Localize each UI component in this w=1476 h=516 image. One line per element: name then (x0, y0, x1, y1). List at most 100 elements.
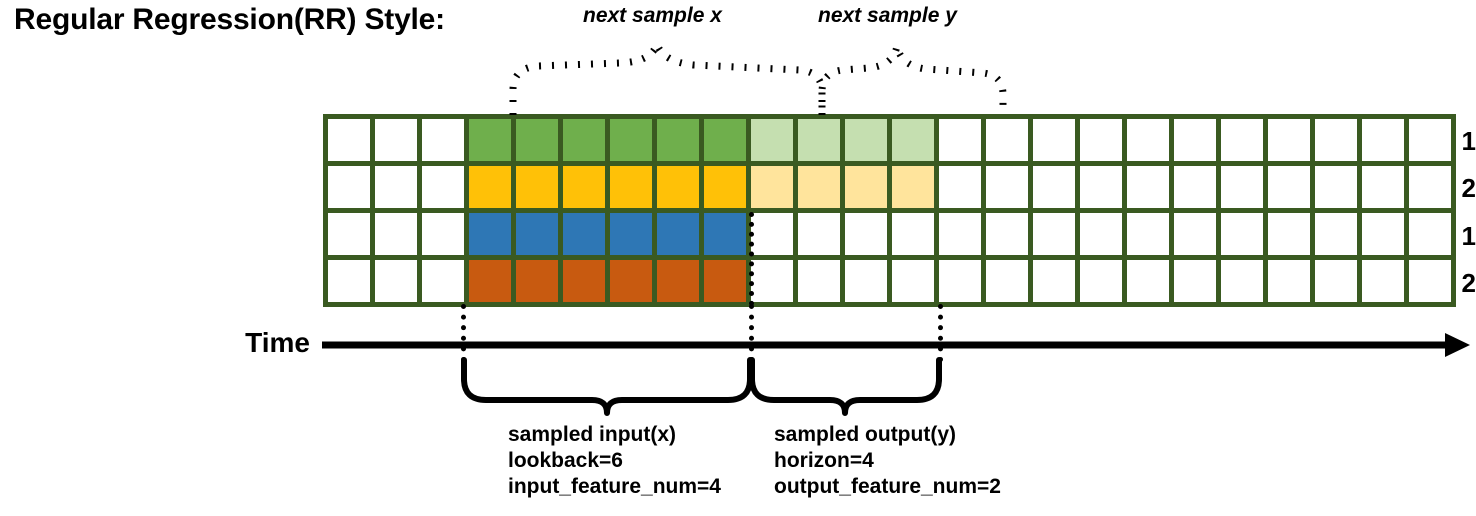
timeline-cell-r4-c5 (516, 260, 563, 302)
timeline-cell-r2-c5 (516, 166, 563, 208)
timeline-cell-r3-c11 (798, 213, 845, 255)
timeline-cell-r1-c11 (798, 119, 845, 161)
timeline-cell-r1-c24 (1409, 119, 1451, 161)
timeline-cell-r1-c4 (469, 119, 516, 161)
timeline-cell-r2-c23 (1362, 166, 1409, 208)
caption-input-line-1: sampled input(x) (508, 423, 677, 446)
timeline-cell-r4-c9 (704, 260, 751, 302)
caption-output-line-3: output_feature_num=2 (774, 475, 1001, 498)
timeline-cell-r3-c22 (1315, 213, 1362, 255)
timeline-cell-r2-c15 (986, 166, 1033, 208)
timeline-cell-r3-c10 (751, 213, 798, 255)
timeline-cell-r3-c23 (1362, 213, 1409, 255)
timeline-cell-r4-c15 (986, 260, 1033, 302)
timeline-cell-r4-c3 (422, 260, 469, 302)
timeline-grid (323, 114, 1456, 307)
timeline-cell-r1-c17 (1080, 119, 1127, 161)
timeline-cell-r1-c1 (328, 119, 375, 161)
timeline-cell-r4-c23 (1362, 260, 1409, 302)
timeline-cell-r2-c6 (563, 166, 610, 208)
timeline-cell-r1-c7 (610, 119, 657, 161)
timeline-cell-r4-c10 (751, 260, 798, 302)
timeline-cell-r1-c6 (563, 119, 610, 161)
timeline-cell-r2-c8 (657, 166, 704, 208)
timeline-cell-r4-c12 (845, 260, 892, 302)
timeline-cell-r2-c9 (704, 166, 751, 208)
timeline-cell-r2-c2 (375, 166, 422, 208)
timeline-cell-r3-c15 (986, 213, 1033, 255)
bottom-braces (461, 357, 942, 416)
timeline-cell-r1-c5 (516, 119, 563, 161)
timeline-cell-r1-c10 (751, 119, 798, 161)
time-axis-arrow (322, 333, 1470, 357)
timeline-cell-r1-c20 (1221, 119, 1268, 161)
timeline-cell-r3-c17 (1080, 213, 1127, 255)
timeline-cell-r1-c8 (657, 119, 704, 161)
timeline-cell-r1-c18 (1127, 119, 1174, 161)
timeline-cell-r4-c6 (563, 260, 610, 302)
timeline-cell-r1-c22 (1315, 119, 1362, 161)
timeline-cell-r3-c14 (939, 213, 986, 255)
caption-sampled-output: sampled output(y) horizon=4 output_featu… (774, 422, 1001, 500)
timeline-cell-r2-c3 (422, 166, 469, 208)
dotted-guide-input-end (749, 304, 754, 362)
timeline-cell-r4-c4 (469, 260, 516, 302)
timeline-row (328, 119, 1451, 166)
callout-label-next-sample-y: next sample y (818, 4, 957, 27)
timeline-cell-r2-c10 (751, 166, 798, 208)
timeline-cell-r2-c20 (1221, 166, 1268, 208)
timeline-cell-r3-c6 (563, 213, 610, 255)
timeline-cell-r2-c4 (469, 166, 516, 208)
timeline-cell-r3-c3 (422, 213, 469, 255)
timeline-cell-r4-c19 (1174, 260, 1221, 302)
timeline-cell-r4-c22 (1315, 260, 1362, 302)
timeline-cell-r1-c13 (892, 119, 939, 161)
timeline-cell-r4-c24 (1409, 260, 1451, 302)
timeline-cell-r3-c16 (1033, 213, 1080, 255)
page-title: Regular Regression(RR) Style: (14, 3, 445, 36)
callout-label-next-sample-x: next sample x (583, 4, 722, 27)
timeline-row (328, 166, 1451, 213)
timeline-cell-r1-c21 (1268, 119, 1315, 161)
timeline-cell-r3-c18 (1127, 213, 1174, 255)
timeline-cell-r1-c2 (375, 119, 422, 161)
timeline-cell-r4-c13 (892, 260, 939, 302)
timeline-cell-r3-c20 (1221, 213, 1268, 255)
timeline-cell-r4-c2 (375, 260, 422, 302)
timeline-cell-r2-c11 (798, 166, 845, 208)
timeline-cell-r4-c11 (798, 260, 845, 302)
timeline-cell-r4-c7 (610, 260, 657, 302)
timeline-cell-r2-c22 (1315, 166, 1362, 208)
timeline-cell-r3-c24 (1409, 213, 1451, 255)
caption-output-line-2: horizon=4 (774, 449, 874, 472)
timeline-cell-r3-c4 (469, 213, 516, 255)
timeline-cell-r2-c13 (892, 166, 939, 208)
timeline-cell-r3-c5 (516, 213, 563, 255)
timeline-cell-r2-c18 (1127, 166, 1174, 208)
timeline-cell-r4-c16 (1033, 260, 1080, 302)
timeline-cell-r1-c16 (1033, 119, 1080, 161)
timeline-cell-r4-c18 (1127, 260, 1174, 302)
timeline-cell-r4-c17 (1080, 260, 1127, 302)
timeline-cell-r3-c13 (892, 213, 939, 255)
timeline-cell-r4-c20 (1221, 260, 1268, 302)
timeline-cell-r1-c15 (986, 119, 1033, 161)
timeline-cell-r4-c21 (1268, 260, 1315, 302)
caption-input-line-3: input_feature_num=4 (508, 475, 721, 498)
time-axis-label: Time (245, 327, 310, 358)
timeline-cell-r3-c7 (610, 213, 657, 255)
timeline-cell-r3-c1 (328, 213, 375, 255)
timeline-cell-r3-c2 (375, 213, 422, 255)
caption-input-line-2: lookback=6 (508, 449, 623, 472)
dotted-guide-output-end (938, 304, 943, 362)
timeline-cell-r2-c24 (1409, 166, 1451, 208)
dotted-guide-grid-input-end (749, 212, 754, 306)
timeline-row (328, 213, 1451, 260)
timeline-cell-r2-c21 (1268, 166, 1315, 208)
caption-sampled-input: sampled input(x) lookback=6 input_featur… (508, 422, 721, 500)
timeline-cell-r4-c14 (939, 260, 986, 302)
timeline-cell-r2-c14 (939, 166, 986, 208)
timeline-row (328, 260, 1451, 302)
timeline-cell-r2-c7 (610, 166, 657, 208)
